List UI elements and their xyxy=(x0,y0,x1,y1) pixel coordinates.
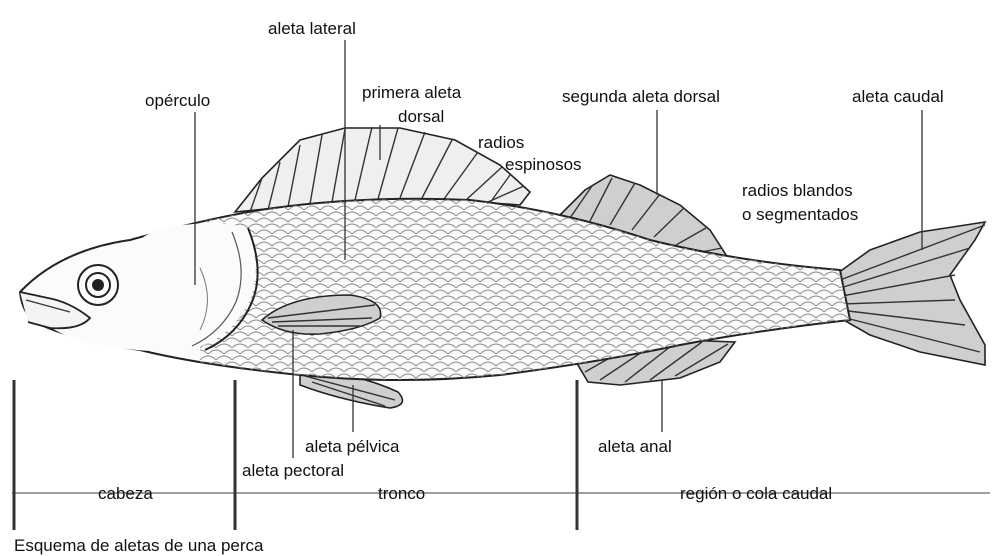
label-radios-blandos-line1: radios blandos xyxy=(742,181,853,200)
label-aleta-pelvica: aleta pélvica xyxy=(305,437,400,456)
label-radios-blandos-line2: o segmentados xyxy=(742,205,858,224)
fish-head xyxy=(20,223,258,352)
perch-illustration xyxy=(20,127,985,408)
label-aleta-anal: aleta anal xyxy=(598,437,672,456)
diagram-caption: Esquema de aletas de una perca xyxy=(14,536,264,555)
label-cabeza: cabeza xyxy=(98,484,153,503)
label-primera-aleta-line1: primera aleta xyxy=(362,83,462,102)
label-aleta-caudal: aleta caudal xyxy=(852,87,944,106)
label-operculo: opérculo xyxy=(145,91,210,110)
caudal-fin xyxy=(835,222,985,365)
label-radios-espinosos-line2: espinosos xyxy=(505,155,582,174)
label-radios-espinosos-line1: radios xyxy=(478,133,524,152)
label-region-cola: región o cola caudal xyxy=(680,484,832,503)
label-aleta-lateral: aleta lateral xyxy=(268,19,356,38)
label-segunda-aleta-dorsal: segunda aleta dorsal xyxy=(562,87,720,106)
label-primera-aleta-line2: dorsal xyxy=(398,107,444,126)
label-tronco: tronco xyxy=(378,484,425,503)
region-dividers xyxy=(12,380,990,530)
label-aleta-pectoral: aleta pectoral xyxy=(242,461,344,480)
